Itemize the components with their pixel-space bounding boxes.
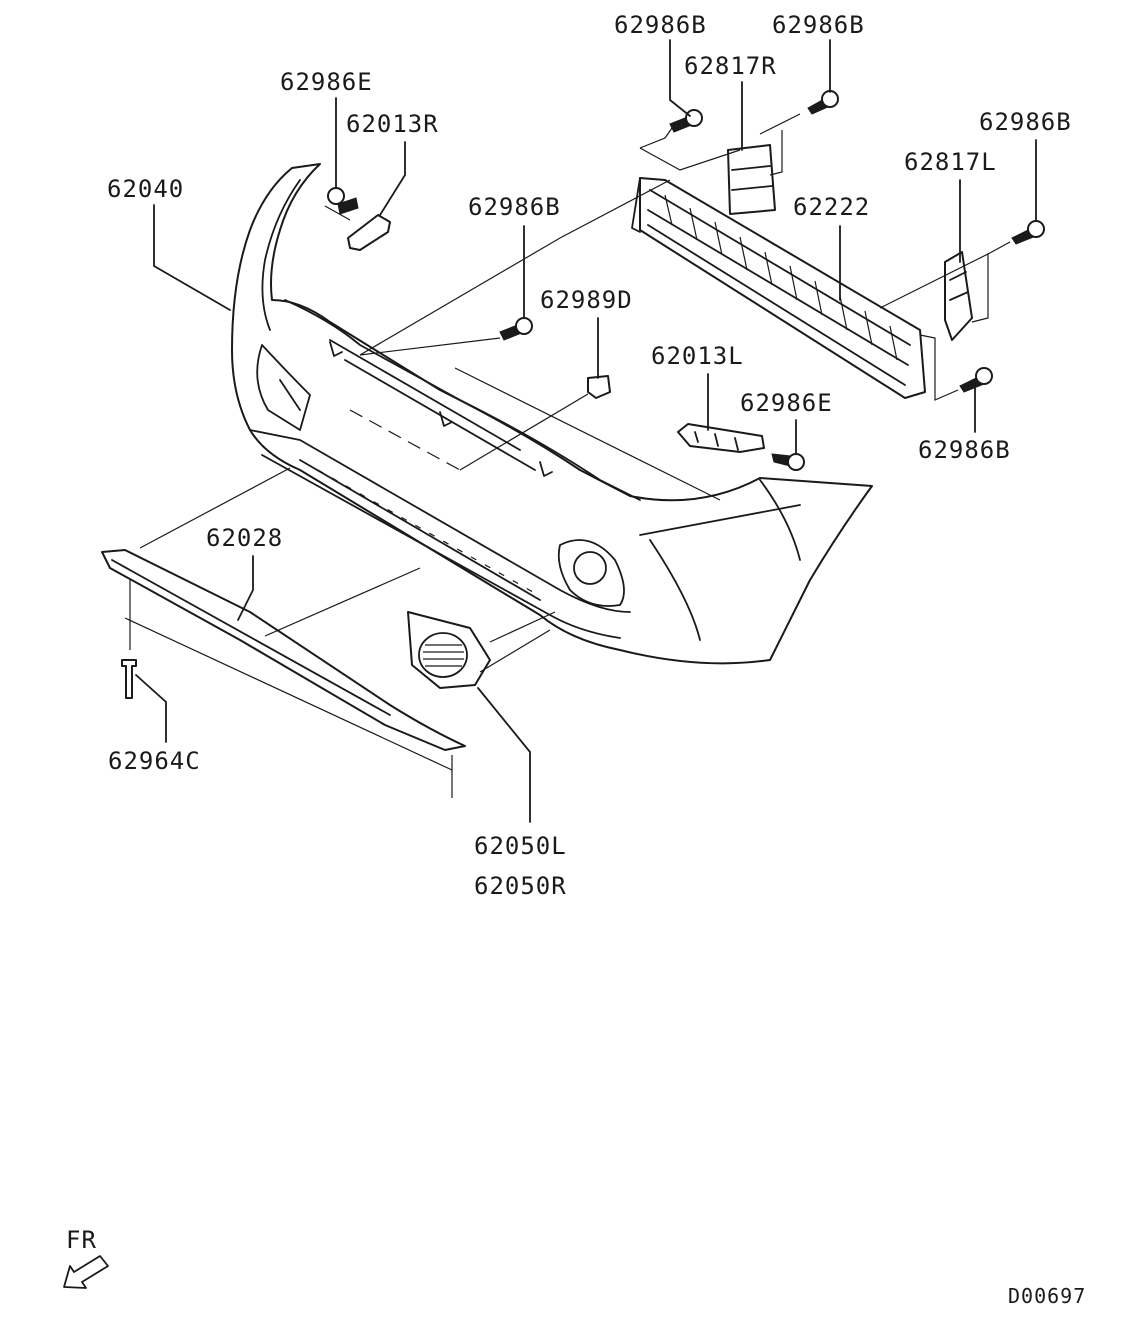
label-62986B-top-right: 62986B bbox=[772, 11, 865, 39]
part-labels: 62986B 62986B 62817R 62986E 62013R 62040… bbox=[107, 11, 1072, 900]
label-62050L: 62050L bbox=[474, 832, 567, 860]
label-62817R: 62817R bbox=[684, 52, 777, 80]
label-62986B-top-left: 62986B bbox=[614, 11, 707, 39]
side-bracket-62013R bbox=[347, 214, 391, 251]
bracket-62817L bbox=[944, 251, 973, 341]
label-62817L: 62817L bbox=[904, 148, 997, 176]
label-62986E-mid: 62986E bbox=[740, 389, 833, 417]
label-62986E-top: 62986E bbox=[280, 68, 373, 96]
leader-lines bbox=[135, 39, 1037, 823]
lower-grille bbox=[631, 177, 926, 399]
label-62028: 62028 bbox=[206, 524, 283, 552]
front-direction-indicator: FR bbox=[63, 1226, 109, 1289]
side-bracket-62013L bbox=[677, 423, 765, 453]
label-62013L: 62013L bbox=[651, 342, 744, 370]
rivet-62964C bbox=[121, 659, 137, 699]
label-62964C: 62964C bbox=[108, 747, 201, 775]
lower-spoiler-strip bbox=[101, 549, 466, 751]
label-62986B-mid: 62986B bbox=[468, 193, 561, 221]
label-62222: 62222 bbox=[793, 193, 870, 221]
diagram-id: D00697 bbox=[1008, 1284, 1086, 1308]
direction-label: FR bbox=[66, 1226, 97, 1254]
bracket-62817R bbox=[727, 144, 776, 215]
label-62040: 62040 bbox=[107, 175, 184, 203]
fog-lamp-bezel bbox=[407, 611, 491, 689]
label-62986B-lower-right: 62986B bbox=[918, 436, 1011, 464]
clip-62989D bbox=[587, 375, 611, 399]
guide-lines bbox=[124, 113, 1011, 798]
front-direction-arrow-icon bbox=[63, 1255, 109, 1289]
label-62986B-right: 62986B bbox=[979, 108, 1072, 136]
label-62013R: 62013R bbox=[346, 110, 439, 138]
label-62989D: 62989D bbox=[540, 286, 633, 314]
front-bumper-fascia bbox=[231, 163, 873, 665]
label-62050R: 62050R bbox=[474, 872, 567, 900]
